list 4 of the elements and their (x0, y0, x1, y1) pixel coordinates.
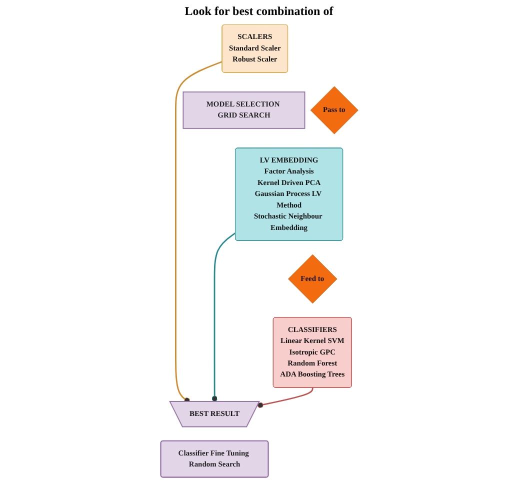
connector (211, 232, 236, 402)
connector (256, 388, 313, 408)
connector (174, 60, 222, 404)
annotation-text: Look for best combination of (184, 4, 334, 19)
